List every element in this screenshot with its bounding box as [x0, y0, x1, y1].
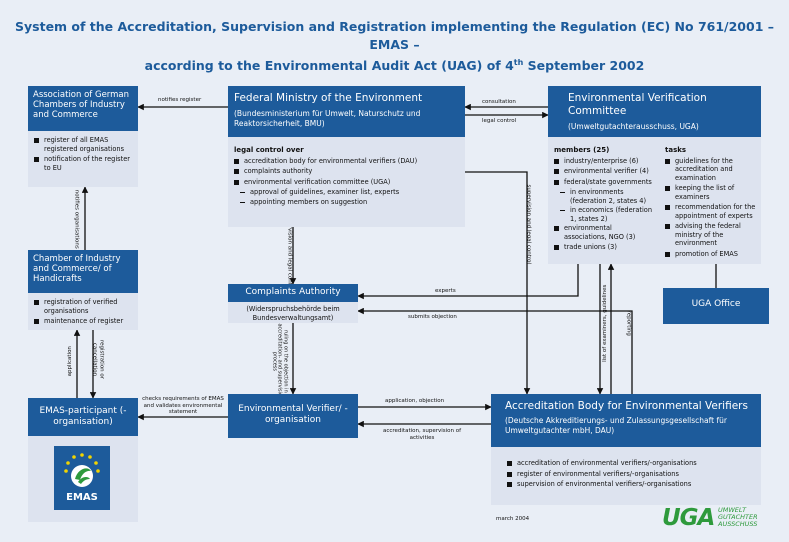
list-item: environmental verifier (4) [554, 167, 656, 176]
label-registration-cancellation: registration or cancellation [92, 339, 105, 380]
emas-logo-text: EMAS [66, 492, 98, 503]
list-item: federal/state governments [554, 178, 656, 187]
label-ruling-on-objection: ruling on the objection in accreditation… [271, 323, 289, 400]
label-supervision-legal-control-dau: supervision and legal control [525, 184, 532, 264]
label-reporting: reporting [625, 310, 632, 336]
list-subitem: in economics (federation 1, states 2) [554, 206, 656, 223]
uga-members-heading: members (25) [554, 146, 610, 154]
list-item: accreditation of environmental verifiers… [507, 459, 745, 468]
list-item: notification of the register to EU [34, 155, 132, 172]
box-ministry-body: legal control over accreditation body fo… [228, 137, 465, 227]
label-application-objection: application, objection [385, 398, 445, 404]
list-item: register of environmental verifiers/-org… [507, 470, 745, 479]
uga-members: members (25) industry/enterprise (6) env… [554, 146, 656, 254]
box-verifier: Environmental Verifier/ -organisation [228, 394, 358, 438]
title-line-1: System of the Accreditation, Supervision… [15, 19, 774, 52]
box-ministry-header: Federal Ministry of the Environment (Bun… [228, 86, 465, 137]
footer-date: march 2004 [496, 516, 530, 522]
box-uga-header: Environmental Verification Committee (Um… [548, 86, 761, 137]
uga-logo: UGA UMWELT GUTACHTER AUSSCHUSS [662, 505, 772, 535]
uga-title: Environmental Verification Committee [568, 92, 707, 117]
label-notifies-register: notifies register [158, 97, 202, 103]
uga-logo-mark: UGA [662, 505, 715, 531]
label-list-of-examiners: list of examiners, guidelines [601, 284, 608, 362]
list-item: environmental verification committee (UG… [234, 178, 459, 187]
box-uga-office: UGA Office [663, 288, 769, 324]
box-complaints-header: Complaints Authority [228, 284, 358, 302]
uga-tasks-heading: tasks [665, 146, 687, 154]
association-chambers-title: Association of German Chambers of Indust… [33, 90, 130, 120]
participant-title: EMAS-participant (-organisation) [39, 406, 127, 427]
emas-logo: EMAS [54, 446, 110, 510]
uga-office-title: UGA Office [691, 299, 741, 309]
box-association-chambers-body: register of all EMAS registered organisa… [28, 131, 138, 187]
label-experts: experts [435, 288, 456, 294]
list-item: promotion of EMAS [665, 250, 757, 259]
list-item: environmental associations, NGO (3) [554, 224, 656, 241]
list-item: industry/enterprise (6) [554, 157, 656, 166]
box-participant-header: EMAS-participant (-organisation) [28, 398, 138, 436]
label-notifies-organisations: notifies organisations [73, 189, 80, 249]
list-item: register of all EMAS registered organisa… [34, 136, 132, 153]
list-item: maintenance of register [34, 317, 132, 326]
uga-logo-words: UMWELT GUTACHTER AUSSCHUSS [718, 506, 758, 528]
list-subitem: approval of guidelines, examiner list, e… [234, 188, 459, 197]
box-complaints-body: (Widerspruchsbehörde beim Bundesverwaltu… [228, 302, 358, 323]
uga-subtitle: (Umweltgutachterausschuss, UGA) [568, 122, 699, 131]
box-dau-header: Accreditation Body for Environmental Ver… [491, 394, 761, 447]
title-line-2: according to the Environmental Audit Act… [144, 58, 645, 74]
label-application-chamber: application [66, 346, 73, 377]
box-uga-body: members (25) industry/enterprise (6) env… [548, 137, 761, 264]
uga-tasks: tasks guidelines for the accreditation a… [665, 146, 757, 260]
box-chamber-local-body: registration of verified organisations m… [28, 293, 138, 330]
box-participant-body: EMAS [28, 436, 138, 522]
list-item: trade unions (3) [554, 243, 656, 252]
ministry-heading: legal control over [234, 146, 304, 154]
list-item: registration of verified organisations [34, 298, 132, 315]
list-subitem: appointing members on suggestion [234, 198, 459, 207]
label-checks-requirements: checks requirements of EMAS and validate… [142, 396, 224, 415]
dau-subtitle: (Deutsche Akkreditierungs- und Zulassung… [505, 416, 727, 435]
list-item: recommendation for the appointment of ex… [665, 203, 757, 220]
list-item: keeping the list of examiners [665, 184, 757, 201]
list-item: complaints authority [234, 167, 459, 176]
label-submits-objection: submits objection [408, 314, 457, 320]
box-chamber-local-header: Chamber of Industry and Commerce/ of Han… [28, 250, 138, 293]
ministry-title: Federal Ministry of the Environment [234, 92, 423, 104]
page-title: System of the Accreditation, Supervision… [0, 18, 789, 75]
list-item: accreditation body for environmental ver… [234, 157, 459, 166]
complaints-title: Complaints Authority [245, 287, 341, 297]
label-accreditation-supervision: accreditation, supervision of activities [382, 428, 462, 441]
box-association-chambers-header: Association of German Chambers of Indust… [28, 86, 138, 131]
ministry-subtitle: (Bundesministerium für Umwelt, Naturschu… [234, 109, 421, 128]
emas-logo-graphic [64, 453, 100, 487]
dau-title: Accreditation Body for Environmental Ver… [505, 400, 748, 412]
list-item: guidelines for the accreditation and exa… [665, 157, 757, 183]
label-legal-control: legal control [482, 118, 517, 124]
list-subitem: in environments (federation 2, states 4) [554, 188, 656, 205]
list-item: advising the federal ministry of the env… [665, 222, 757, 248]
complaints-subtitle: (Widerspruchsbehörde beim Bundesverwaltu… [246, 305, 340, 322]
chamber-local-title: Chamber of Industry and Commerce/ of Han… [33, 254, 121, 284]
verifier-title: Environmental Verifier/ -organisation [238, 404, 348, 425]
label-consultation: consultation [482, 99, 516, 105]
list-item: supervision of environmental verifiers/-… [507, 480, 745, 489]
box-dau-body: accreditation of environmental verifiers… [491, 447, 761, 505]
